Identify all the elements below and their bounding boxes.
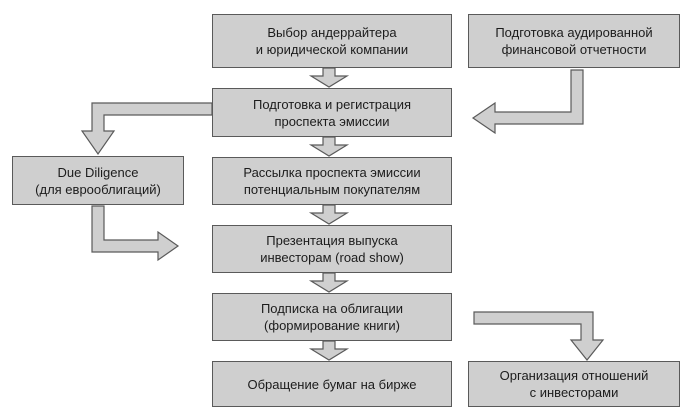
box-line: Рассылка проспекта эмиссии: [243, 165, 421, 180]
box-line: Due Diligence: [57, 164, 139, 180]
prospectus-registration-box: Подготовка и регистрация проспекта эмисс…: [212, 88, 452, 137]
box-line: (для еврооблигаций): [35, 181, 161, 197]
box-line: Подготовка аудированной: [495, 25, 653, 40]
box-line: (формирование книги): [264, 318, 400, 333]
box-line: Подписка на облигации: [260, 301, 404, 316]
box-line: Выбор андеррайтера: [267, 25, 397, 40]
arrow-audit-to-prospectus: [471, 69, 584, 135]
arrow-due-diligence-to-presentation: [91, 205, 180, 262]
arrow-subscription-to-relations: [473, 311, 605, 361]
bond-subscription-box: Подписка на облигации (формирование книг…: [212, 293, 452, 341]
box-line: и юридической компании: [255, 42, 409, 57]
exchange-trading-box: Обращение бумаг на бирже: [212, 361, 452, 407]
arrow-down-underwriter-to-prospectus: [308, 67, 350, 88]
arrow-down-distribution-to-presentation: [308, 204, 350, 225]
box-line: Организация отношений: [499, 368, 649, 383]
box-line: с инвесторами: [529, 385, 619, 400]
arrow-down-prospectus-to-distribution: [308, 136, 350, 157]
investor-relations-box: Организация отношений с инвесторами: [468, 361, 680, 407]
box-line: инвесторам (road show): [260, 250, 404, 265]
arrow-prospectus-to-due-diligence: [80, 102, 213, 156]
underwriter-selection-box: Выбор андеррайтера и юридической компани…: [212, 14, 452, 68]
box-line: потенциальным покупателям: [243, 182, 421, 197]
audited-statements-box: Подготовка аудированной финансовой отчет…: [468, 14, 680, 68]
box-line: Презентация выпуска: [266, 233, 398, 248]
arrow-down-presentation-to-subscription: [308, 272, 350, 293]
arrow-down-subscription-to-trading: [308, 340, 350, 361]
box-line: проспекта эмиссии: [274, 113, 390, 129]
due-diligence-box: Due Diligence (для еврооблигаций): [12, 156, 184, 205]
prospectus-distribution-box: Рассылка проспекта эмиссии потенциальным…: [212, 157, 452, 205]
box-line: финансовой отчетности: [501, 42, 647, 57]
road-show-box: Презентация выпуска инвесторам (road sho…: [212, 225, 452, 273]
box-line: Обращение бумаг на бирже: [247, 376, 417, 392]
box-line: Подготовка и регистрация: [252, 96, 412, 112]
